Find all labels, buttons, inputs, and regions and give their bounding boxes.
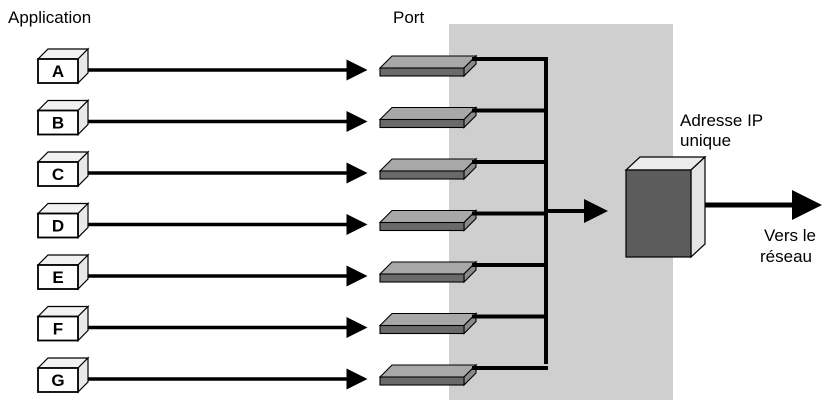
application-letter: E: [52, 268, 63, 287]
application-box-b: B: [36, 99, 90, 136]
ip-address-label: Adresse IP: [680, 111, 763, 130]
port-icon: [378, 54, 478, 78]
port-icon: [378, 363, 478, 387]
application-row: C: [36, 150, 548, 188]
application-box-g: G: [36, 356, 90, 394]
application-letter: C: [52, 165, 64, 184]
ip-address-label-line2: unique: [680, 131, 731, 150]
application-letter: A: [52, 62, 64, 81]
application-letter: D: [52, 217, 64, 236]
port-icon: [378, 312, 478, 335]
application-box-f: F: [36, 305, 90, 342]
application-label: Application: [8, 8, 91, 27]
application-letter: B: [52, 114, 64, 133]
application-box-e: E: [36, 253, 90, 291]
application-row: D: [36, 202, 548, 239]
application-row: B: [36, 99, 548, 136]
application-rows: A B C D E F G: [36, 47, 548, 394]
port-icon: [378, 209, 478, 232]
port-icon: [378, 260, 478, 284]
port-icon: [378, 157, 478, 181]
port-label: Port: [393, 8, 424, 27]
application-row: E: [36, 253, 548, 291]
router-icon: [624, 155, 707, 259]
application-row: F: [36, 305, 548, 342]
application-box-a: A: [36, 47, 90, 85]
application-row: G: [36, 356, 548, 394]
port-icon: [378, 106, 478, 129]
application-box-d: D: [36, 202, 90, 239]
network-label-line2: réseau: [760, 247, 812, 266]
application-box-c: C: [36, 150, 90, 188]
application-row: A: [36, 47, 548, 85]
network-label: Vers le: [764, 226, 816, 245]
application-letter: G: [51, 371, 64, 390]
application-letter: F: [53, 320, 63, 339]
